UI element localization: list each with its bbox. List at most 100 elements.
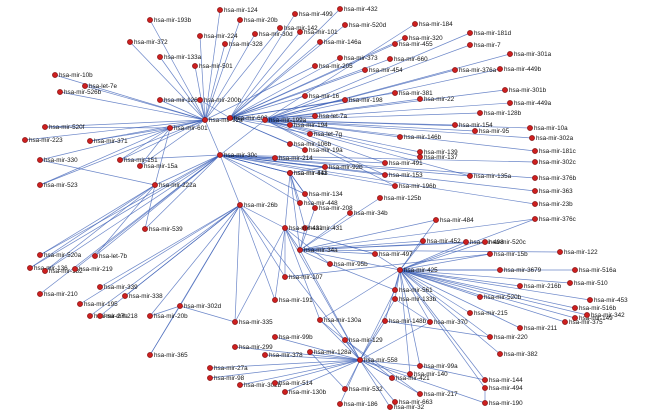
node-dot[interactable] (117, 157, 123, 163)
node-dot[interactable] (287, 122, 293, 128)
network-node[interactable]: hsa-mir-320 (402, 35, 443, 42)
node-dot[interactable] (272, 155, 278, 161)
network-node[interactable]: hsa-mir-363 (532, 188, 573, 195)
node-dot[interactable] (272, 380, 278, 386)
node-dot[interactable] (197, 97, 203, 103)
network-node[interactable]: hsa-mir-425 (397, 267, 438, 274)
network-node[interactable]: hsa-mir-455 (392, 41, 433, 48)
node-dot[interactable] (37, 182, 43, 188)
network-node[interactable]: hsa-mir-23b (532, 201, 573, 208)
node-dot[interactable] (87, 313, 93, 319)
network-node[interactable]: hsa-mir-526b (57, 89, 102, 96)
network-node[interactable]: hsa-mir-223 (22, 137, 63, 144)
node-dot[interactable] (37, 291, 43, 297)
network-node[interactable]: hsa-mir-499 (292, 11, 333, 18)
network-node[interactable]: hsa-mir-301a (507, 51, 552, 58)
network-node[interactable]: hsa-mir-220 (487, 334, 528, 341)
network-node[interactable]: hsa-mir-3679 (497, 267, 542, 274)
network-node[interactable]: hsa-mir-15a (137, 163, 178, 170)
node-dot[interactable] (287, 170, 293, 176)
node-dot[interactable] (587, 297, 593, 303)
network-node[interactable]: hsa-mir-186 (337, 401, 378, 408)
node-dot[interactable] (477, 294, 483, 300)
node-dot[interactable] (417, 96, 423, 102)
network-node[interactable]: hsa-mir-128a (307, 349, 352, 356)
network-node[interactable]: hsa-mir-520b (477, 294, 522, 301)
node-dot[interactable] (517, 283, 523, 289)
node-dot[interactable] (292, 11, 298, 17)
network-node[interactable]: hsa-mir-411 (287, 170, 328, 177)
node-dot[interactable] (397, 267, 403, 273)
node-dot[interactable] (487, 334, 493, 340)
node-dot[interactable] (157, 54, 163, 60)
node-dot[interactable] (377, 195, 383, 201)
node-dot[interactable] (307, 131, 313, 137)
node-dot[interactable] (392, 296, 398, 302)
network-node[interactable]: hsa-mir-181c (532, 148, 576, 155)
network-node[interactable]: hsa-mir-32 (387, 404, 425, 411)
network-node[interactable]: hsa-mir-149 (572, 315, 613, 322)
network-node[interactable]: hsa-mir-133b (392, 296, 437, 303)
node-dot[interactable] (507, 51, 513, 57)
network-node[interactable]: hsa-mir-372 (127, 39, 168, 46)
network-node[interactable]: hsa-let-7g (307, 131, 342, 138)
node-dot[interactable] (82, 83, 88, 89)
node-dot[interactable] (72, 266, 78, 272)
network-node[interactable]: hsa-mir-376a (452, 67, 497, 74)
network-node[interactable]: hsa-mir-15b (487, 251, 528, 258)
network-node[interactable]: hsa-mir-107 (282, 274, 323, 281)
network-node[interactable]: hsa-mir-130b (282, 389, 327, 396)
network-node[interactable]: hsa-mir-198 (342, 97, 383, 104)
network-node[interactable]: hsa-mir-375 (562, 319, 603, 326)
node-dot[interactable] (272, 334, 278, 340)
network-node[interactable]: hsa-mir-449b (497, 66, 542, 73)
network-node[interactable]: hsa-mir-99b (272, 334, 313, 341)
network-node[interactable]: hsa-mir-30c (217, 152, 257, 159)
network-node[interactable]: hsa-mir-376b (532, 175, 577, 182)
network-node[interactable]: hsa-mir-520a (37, 252, 82, 259)
node-dot[interactable] (137, 163, 143, 169)
node-dot[interactable] (237, 382, 243, 388)
network-node[interactable]: hsa-mir-146b (397, 134, 442, 141)
node-dot[interactable] (52, 72, 58, 78)
node-dot[interactable] (392, 183, 398, 189)
network-node[interactable]: hsa-mir-137 (417, 154, 458, 161)
network-node[interactable]: hsa-mir-34b (347, 210, 388, 217)
network-node[interactable]: hsa-mir-601 (167, 125, 208, 132)
node-dot[interactable] (327, 261, 333, 267)
node-dot[interactable] (497, 351, 503, 357)
node-dot[interactable] (97, 284, 103, 290)
node-dot[interactable] (302, 191, 308, 197)
node-dot[interactable] (307, 349, 313, 355)
network-node[interactable]: hsa-mir-501 (192, 63, 233, 70)
node-dot[interactable] (127, 39, 133, 45)
network-node[interactable]: hsa-mir-448 (297, 200, 338, 207)
node-dot[interactable] (507, 100, 513, 106)
network-node[interactable]: hsa-mir-449a (507, 100, 552, 107)
node-dot[interactable] (37, 157, 43, 163)
network-node[interactable]: hsa-mir-92a (202, 117, 243, 124)
node-dot[interactable] (222, 41, 228, 47)
node-dot[interactable] (502, 87, 508, 93)
node-dot[interactable] (584, 312, 590, 318)
network-node[interactable]: hsa-mir-454 (362, 67, 403, 74)
node-dot[interactable] (452, 122, 458, 128)
network-node[interactable]: hsa-mir-561 (392, 287, 433, 294)
node-dot[interactable] (152, 182, 158, 188)
network-node[interactable]: hsa-mir-516a (572, 267, 617, 274)
network-node[interactable]: hsa-mir-184 (412, 21, 453, 28)
node-dot[interactable] (177, 303, 183, 309)
node-dot[interactable] (467, 42, 473, 48)
network-node[interactable]: hsa-mir-520f (42, 124, 85, 131)
node-dot[interactable] (392, 399, 398, 405)
network-node[interactable]: hsa-mir-191 (272, 297, 313, 304)
node-dot[interactable] (27, 265, 33, 271)
network-node[interactable]: hsa-mir-140 (407, 371, 448, 378)
node-dot[interactable] (97, 313, 103, 319)
node-dot[interactable] (297, 247, 303, 253)
node-dot[interactable] (572, 267, 578, 273)
network-node[interactable]: hsa-mir-133a (157, 54, 202, 61)
network-node[interactable]: hsa-mir-301b (502, 87, 547, 94)
network-node[interactable]: hsa-mir-134 (302, 191, 343, 198)
node-dot[interactable] (302, 93, 308, 99)
